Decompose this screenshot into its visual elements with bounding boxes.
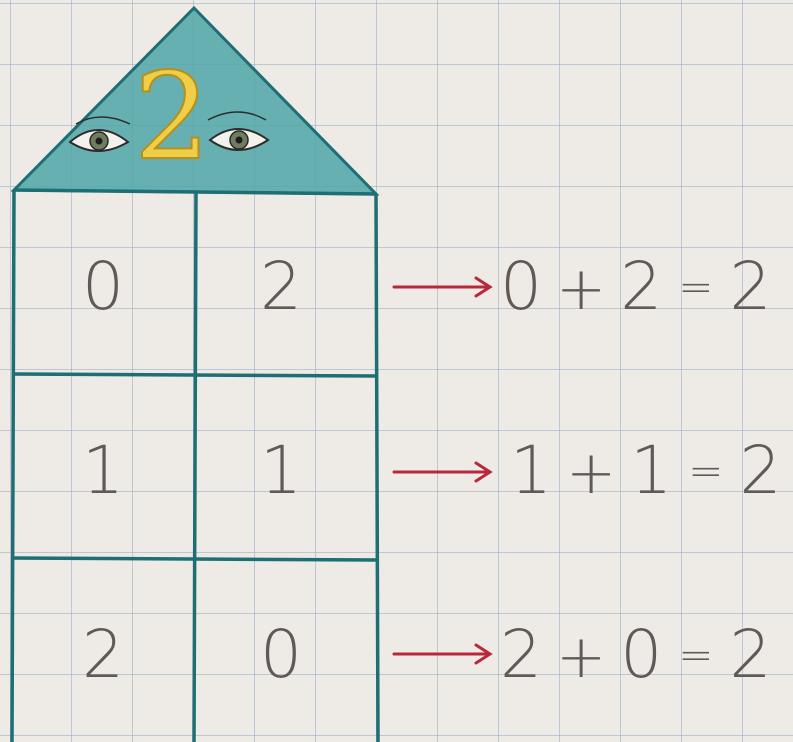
addend-b: 2: [620, 248, 662, 325]
cell-row1-right: 2: [236, 254, 326, 320]
cell-row2-left: 1: [58, 438, 148, 504]
equals-sign: =: [688, 446, 723, 495]
plus-sign: +: [566, 438, 616, 508]
sum-result: 2: [729, 616, 771, 693]
equals-sign: =: [678, 262, 713, 311]
addend-b: 1: [630, 432, 672, 509]
plus-sign: +: [556, 254, 606, 324]
arrow-icon: [394, 278, 490, 296]
equation-row2: 1+1=2: [510, 438, 781, 521]
cell-row2-right: 1: [236, 438, 326, 504]
addend-a: 2: [500, 616, 542, 693]
arrow-icon: [394, 463, 490, 481]
plus-sign: +: [556, 622, 606, 692]
cell-row3-left: 2: [58, 622, 148, 688]
arrow-icon: [394, 645, 490, 663]
addend-a: 0: [500, 248, 542, 325]
cell-row1-left: 0: [58, 254, 148, 320]
cell-row3-right: 0: [236, 622, 326, 688]
equals-sign: =: [678, 630, 713, 679]
sum-result: 2: [729, 248, 771, 325]
addend-b: 0: [620, 616, 662, 693]
equation-row3: 2+0=2: [500, 622, 771, 705]
roof-number: 2: [132, 58, 212, 178]
equation-row1: 0+2=2: [500, 254, 771, 337]
addend-a: 1: [510, 432, 552, 509]
sum-result: 2: [739, 432, 781, 509]
